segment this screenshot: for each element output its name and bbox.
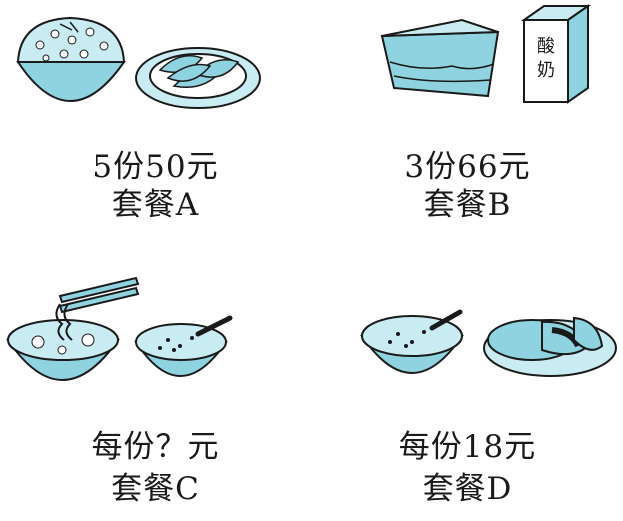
meal-b-illustration: 酸 奶 (380, 4, 592, 104)
meal-d-name: 套餐D (422, 471, 513, 507)
porridge-bowl-icon (134, 315, 233, 377)
meal-card-b: 酸 奶 3份66元 套餐B (312, 0, 623, 260)
meal-a-illustration (16, 16, 261, 109)
meal-b-price: 3份66元 (404, 149, 531, 185)
meal-card-a: 5份50元 套餐A (0, 0, 311, 260)
meal-a-name: 套餐A (111, 187, 200, 223)
rice-bowl-icon (16, 16, 126, 102)
porridge-bowl-icon (360, 309, 464, 374)
meal-c-illustration (6, 276, 233, 381)
carton-label-2: 奶 (537, 60, 555, 81)
pancake-plate-icon (483, 316, 617, 377)
meal-c-name: 套餐C (111, 471, 200, 507)
chopsticks-icon (58, 276, 140, 314)
carton-label-1: 酸 (537, 36, 555, 57)
meal-card-d: 每份18元 套餐D (312, 260, 623, 520)
noodle-bowl-icon (6, 303, 120, 381)
meal-d-price: 每份18元 (398, 429, 537, 465)
meal-card-c: 每份？元 套餐C (0, 260, 311, 520)
sliced-vegetable-plate-icon (135, 47, 261, 109)
meal-d-illustration (360, 309, 617, 377)
yogurt-carton-icon: 酸 奶 (520, 4, 592, 104)
meal-c-price: 每份？元 (91, 429, 220, 465)
meal-a-price: 5份50元 (92, 149, 219, 185)
meal-b-name: 套餐B (423, 187, 512, 223)
sandwich-icon (380, 18, 500, 98)
